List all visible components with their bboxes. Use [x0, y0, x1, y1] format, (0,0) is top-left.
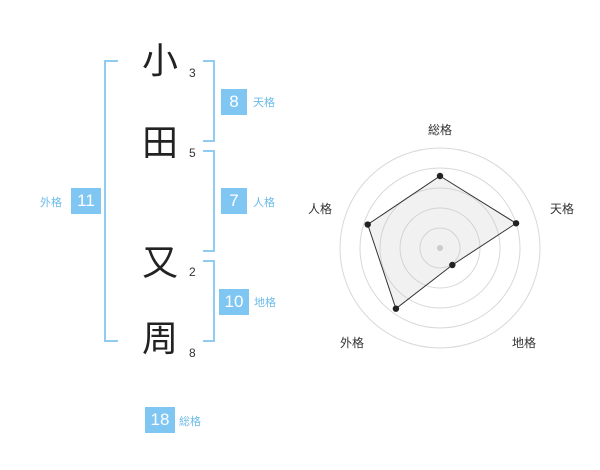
jinkaku-value: 7 [221, 188, 247, 214]
tenkaku-value: 8 [221, 89, 247, 115]
radar-ring-2 [399, 207, 481, 289]
radar-point-4 [364, 221, 371, 228]
radar-point-2 [449, 261, 456, 269]
radar-ring-3 [379, 187, 501, 309]
stroke-count-1: 3 [189, 66, 196, 80]
soukaku-label: 総格 [179, 415, 201, 428]
gaikaku-bracket [104, 60, 118, 342]
radar-point-1 [512, 220, 520, 227]
radar-ring-1 [419, 227, 461, 269]
radar-point-3 [392, 305, 400, 312]
radar-point-0 [436, 172, 444, 180]
name-char-4: 周 [141, 319, 178, 360]
stroke-count-2: 5 [189, 146, 196, 160]
stroke-count-4: 8 [189, 346, 196, 360]
radar-label-jinkaku: 人格 [308, 202, 333, 216]
jinkaku-label: 人格 [253, 196, 275, 209]
soukaku-value: 18 [145, 407, 175, 433]
chikaku-value: 10 [219, 289, 249, 315]
chikaku-label: 地格 [254, 296, 276, 309]
name-char-3: 又 [141, 243, 178, 284]
radar-label-soukaku: 総格 [428, 123, 453, 137]
name-char-2: 田 [141, 123, 178, 164]
name-char-1: 小 [141, 41, 178, 82]
gaikaku-value: 11 [71, 188, 101, 214]
radar-ring-4 [359, 167, 521, 329]
radar-polygon [367, 175, 518, 310]
radar-label-chikaku: 地格 [512, 336, 537, 350]
jinkaku-bracket [203, 150, 215, 252]
radar-ring-5 [339, 147, 541, 349]
radar-label-tenkaku: 天格 [550, 202, 575, 216]
gaikaku-label: 外格 [40, 196, 62, 209]
radar-center-dot [437, 245, 443, 251]
stroke-count-3: 2 [189, 265, 196, 279]
tenkaku-label: 天格 [253, 96, 275, 109]
radar-label-gaikaku: 外格 [340, 336, 365, 350]
chikaku-bracket [203, 260, 215, 342]
tenkaku-bracket [203, 60, 215, 142]
